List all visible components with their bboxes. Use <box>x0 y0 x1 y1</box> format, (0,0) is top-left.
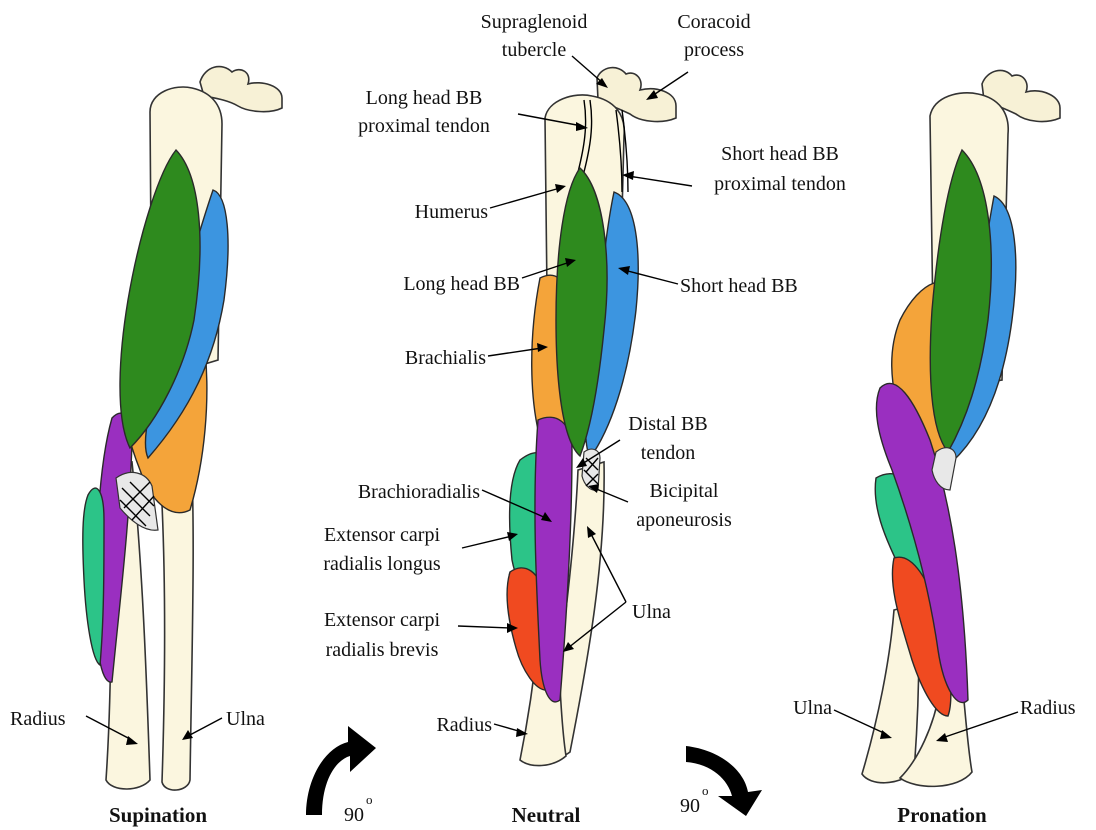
rotation-degree-right-unit: o <box>702 783 709 798</box>
label-radius-left: Radius <box>10 708 66 730</box>
pointer-coracoid <box>652 72 688 96</box>
pointer-short-head-tendon <box>628 176 692 186</box>
label-distal-bb-2: tendon <box>641 442 695 464</box>
captions: Supination Neutral Pronation 90 o 90 o <box>109 783 987 827</box>
label-bicipital-1: Bicipital <box>650 480 719 502</box>
label-short-head-tendon-1: Short head BB <box>721 143 839 165</box>
label-bicipital-2: aponeurosis <box>636 509 732 531</box>
label-brachialis: Brachialis <box>405 347 486 369</box>
label-ecrl-2: radialis longus <box>323 553 440 575</box>
label-radius-right: Radius <box>1020 697 1076 719</box>
label-long-head-tendon-2: proximal tendon <box>358 115 490 137</box>
label-ulna-right: Ulna <box>793 697 832 719</box>
label-distal-bb-1: Distal BB <box>628 413 707 435</box>
label-humerus: Humerus <box>415 201 489 223</box>
pointer-ecrl <box>462 536 512 548</box>
label-long-head-bb: Long head BB <box>403 273 520 295</box>
label-supraglenoid-2: tubercle <box>502 39 567 61</box>
pointer-ecrb <box>458 626 512 628</box>
rotation-degree-left-unit: o <box>366 792 373 807</box>
label-short-head-tendon-2: proximal tendon <box>714 173 846 195</box>
caption-supination: Supination <box>109 803 207 827</box>
caption-neutral: Neutral <box>512 803 581 827</box>
arm-supination <box>83 67 282 791</box>
label-brachioradialis: Brachioradialis <box>358 481 480 503</box>
label-coracoid-1: Coracoid <box>677 11 750 33</box>
label-coracoid-2: process <box>684 39 744 61</box>
label-short-head-bb: Short head BB <box>680 275 798 297</box>
label-ecrb-1: Extensor carpi <box>324 609 441 631</box>
label-ulna-mid: Ulna <box>632 601 671 623</box>
rotation-degree-left: 90 <box>344 804 364 826</box>
label-ecrl-1: Extensor carpi <box>324 524 441 546</box>
caption-pronation: Pronation <box>897 803 987 827</box>
arm-pronation <box>862 70 1060 786</box>
label-long-head-tendon-1: Long head BB <box>366 87 483 109</box>
label-ulna-left: Ulna <box>226 708 265 730</box>
label-ecrb-2: radialis brevis <box>326 639 439 661</box>
pointer-ulna-left <box>188 718 222 736</box>
label-radius-mid: Radius <box>436 714 492 736</box>
ecrl-supination <box>83 488 104 665</box>
rotation-degree-right: 90 <box>680 795 700 817</box>
label-supraglenoid-1: Supraglenoid <box>481 11 588 33</box>
pointer-supraglenoid <box>572 56 604 84</box>
